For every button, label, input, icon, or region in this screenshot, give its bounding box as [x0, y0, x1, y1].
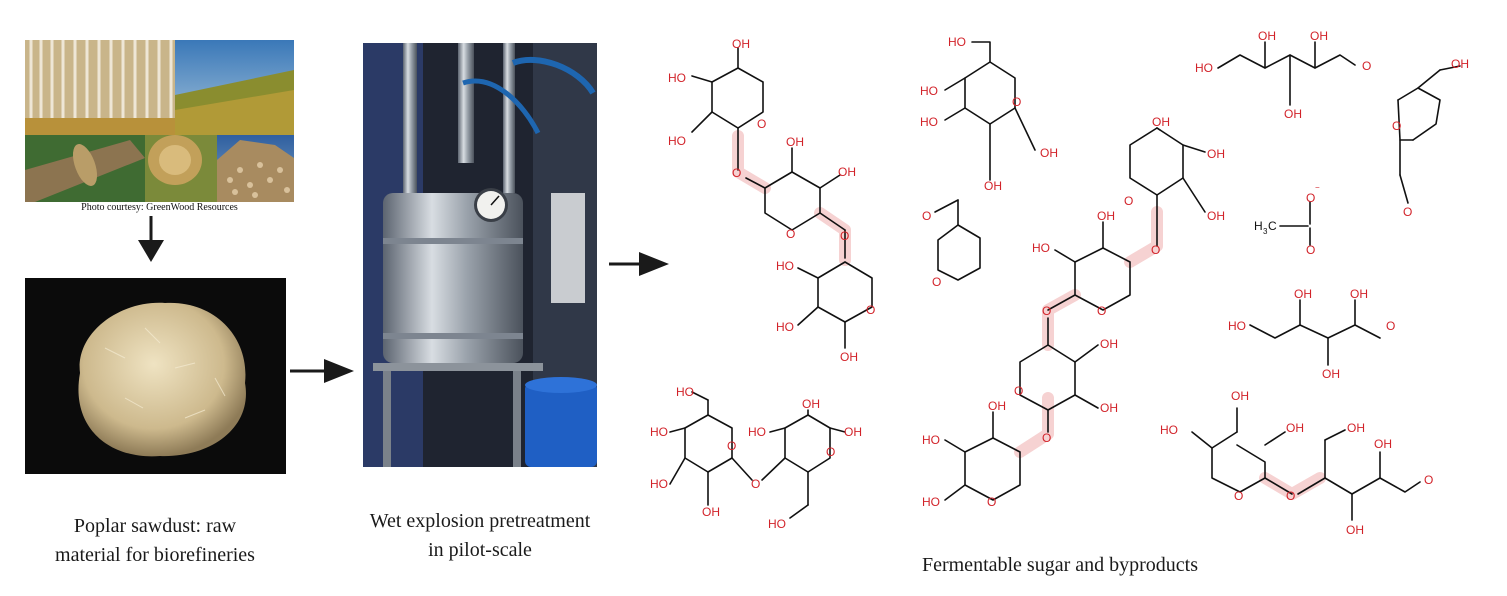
svg-text:HO: HO — [920, 84, 938, 98]
svg-text:H: H — [1254, 219, 1263, 233]
pretreatment-caption-line2: in pilot-scale — [428, 539, 532, 561]
svg-text:OH: OH — [1258, 29, 1276, 43]
svg-text:OH: OH — [802, 397, 820, 411]
svg-text:O: O — [987, 495, 996, 509]
svg-text:OH: OH — [1346, 523, 1364, 537]
svg-text:O: O — [1286, 489, 1295, 503]
svg-text:O: O — [1386, 319, 1395, 333]
bond-lines — [669, 41, 1461, 521]
svg-text:HO: HO — [1228, 319, 1246, 333]
svg-text:O: O — [1306, 191, 1315, 205]
poplar-photo-collage — [25, 40, 294, 202]
svg-text:OH: OH — [1286, 421, 1304, 435]
svg-text:OH: OH — [1040, 146, 1058, 160]
svg-text:HO: HO — [922, 433, 940, 447]
svg-text:OH: OH — [988, 399, 1006, 413]
sawdust-caption-line2: material for biorefineries — [55, 544, 255, 566]
svg-text:OH: OH — [732, 37, 750, 51]
svg-text:O: O — [922, 209, 931, 223]
svg-text:HO: HO — [768, 517, 786, 531]
photo-credit: Photo courtesy: GreenWood Resources — [81, 202, 238, 213]
svg-text:OH: OH — [840, 350, 858, 364]
svg-text:OH: OH — [1207, 209, 1225, 223]
svg-text:O: O — [1362, 59, 1371, 73]
svg-text:HO: HO — [668, 71, 686, 85]
svg-text:OH: OH — [1322, 367, 1340, 381]
svg-text:O: O — [1042, 304, 1051, 318]
products-caption: Fermentable sugar and byproducts — [921, 554, 1199, 576]
svg-text:O: O — [1392, 119, 1401, 133]
svg-text:O: O — [866, 303, 875, 317]
pretreatment-caption: Wet explosion pretreatment in pilot-scal… — [335, 507, 625, 565]
svg-text:O: O — [1306, 243, 1315, 257]
svg-text:HO: HO — [650, 477, 668, 491]
svg-text:OH: OH — [838, 165, 856, 179]
svg-text:OH: OH — [1207, 147, 1225, 161]
svg-text:O: O — [1403, 205, 1412, 219]
svg-text:O: O — [1234, 489, 1243, 503]
svg-text:OH: OH — [844, 425, 862, 439]
reactor-photo — [363, 43, 597, 467]
svg-text:OH: OH — [1284, 107, 1302, 121]
svg-text:HO: HO — [668, 134, 686, 148]
svg-text:OH: OH — [1451, 57, 1469, 71]
svg-text:3: 3 — [1263, 227, 1268, 236]
svg-text:OH: OH — [1374, 437, 1392, 451]
svg-text:O: O — [727, 439, 736, 453]
svg-text:O: O — [1097, 304, 1106, 318]
svg-text:OH: OH — [1347, 421, 1365, 435]
arrow-down — [138, 216, 164, 262]
svg-text:HO: HO — [776, 320, 794, 334]
atom-labels: OH HO HO O O OH OH O O HO HO O OH HO HO … — [650, 29, 1469, 537]
poplar-photo-image — [25, 40, 294, 202]
sawdust-pile-image — [78, 302, 246, 457]
svg-text:HO: HO — [676, 385, 694, 399]
wet-explosion-reactor-image — [363, 43, 597, 467]
svg-text:HO: HO — [922, 495, 940, 509]
svg-text:OH: OH — [1100, 337, 1118, 351]
svg-text:−: − — [1315, 183, 1320, 192]
arrow-right-to-products — [609, 252, 669, 276]
svg-text:O: O — [757, 117, 766, 131]
svg-text:HO: HO — [948, 35, 966, 49]
svg-text:OH: OH — [1310, 29, 1328, 43]
sawdust-photo — [25, 278, 286, 474]
chemical-structures: OH HO HO O O OH OH O O HO HO O OH HO HO … — [650, 29, 1469, 537]
svg-text:O: O — [1014, 384, 1023, 398]
svg-text:OH: OH — [1350, 287, 1368, 301]
svg-text:O: O — [1124, 194, 1133, 208]
svg-text:OH: OH — [1097, 209, 1115, 223]
pretreatment-caption-line1: Wet explosion pretreatment — [369, 510, 591, 532]
sawdust-caption: Poplar sawdust: raw material for biorefi… — [20, 512, 290, 570]
svg-text:OH: OH — [1152, 115, 1170, 129]
glycosidic-bond-highlights — [732, 130, 1326, 500]
svg-text:C: C — [1268, 219, 1277, 233]
svg-text:HO: HO — [1032, 241, 1050, 255]
svg-text:O: O — [732, 166, 741, 180]
svg-text:O: O — [840, 229, 849, 243]
svg-text:OH: OH — [786, 135, 804, 149]
arrow-right-to-reactor — [290, 359, 354, 383]
svg-text:HO: HO — [1195, 61, 1213, 75]
svg-text:HO: HO — [650, 425, 668, 439]
svg-text:O: O — [786, 227, 795, 241]
sawdust-caption-line1: Poplar sawdust: raw — [73, 515, 237, 537]
svg-text:O: O — [751, 477, 760, 491]
svg-text:OH: OH — [702, 505, 720, 519]
svg-text:HO: HO — [1160, 423, 1178, 437]
svg-text:O: O — [826, 445, 835, 459]
svg-text:OH: OH — [1231, 389, 1249, 403]
svg-text:O: O — [1012, 95, 1021, 109]
svg-text:OH: OH — [984, 179, 1002, 193]
svg-text:O: O — [1151, 243, 1160, 257]
svg-text:HO: HO — [748, 425, 766, 439]
svg-text:HO: HO — [776, 259, 794, 273]
svg-text:OH: OH — [1294, 287, 1312, 301]
svg-text:OH: OH — [1100, 401, 1118, 415]
svg-text:HO: HO — [920, 115, 938, 129]
svg-text:O: O — [1042, 431, 1051, 445]
svg-text:O: O — [1424, 473, 1433, 487]
svg-text:O: O — [932, 275, 941, 289]
